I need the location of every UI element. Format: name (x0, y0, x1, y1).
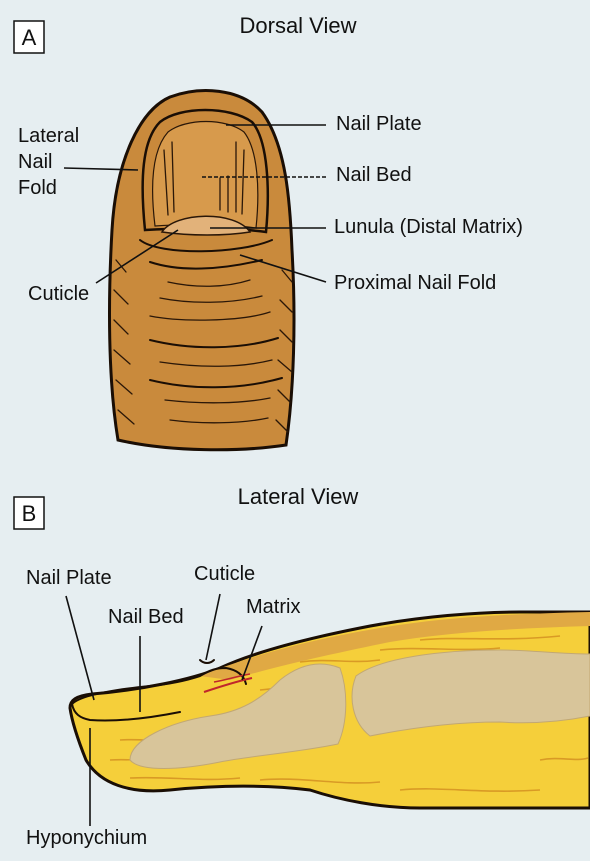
matrix-line-1 (203, 677, 253, 693)
matrix-line-2 (213, 673, 251, 683)
label-cuticle-lateral: Cuticle (194, 563, 255, 585)
leader-proximal-nail-fold (239, 254, 327, 283)
panel-b: B Lateral View (13, 484, 590, 849)
label-lateral-nail-fold-line2: Nail (18, 151, 52, 173)
panel-b-letter: B (22, 501, 37, 526)
leader-nail-plate-lateral (65, 595, 95, 701)
label-cuticle-dorsal: Cuticle (28, 283, 89, 305)
nail-plate-lateral (71, 666, 247, 705)
middle-phalanx-bone (351, 649, 590, 737)
cuticle-notch (199, 659, 215, 664)
label-nail-plate-lateral: Nail Plate (26, 567, 112, 589)
finger-lateral-illustration (68, 610, 590, 810)
side-shading (113, 259, 293, 433)
skin-wrinkles (139, 239, 283, 424)
label-nail-bed-lateral: Nail Bed (108, 606, 184, 628)
panel-b-title: Lateral View (238, 484, 359, 509)
nail-underside (71, 703, 181, 722)
finger-dorsal-illustration (108, 89, 296, 452)
label-hyponychium: Hyponychium (26, 827, 147, 849)
label-nail-plate-dorsal: Nail Plate (336, 113, 422, 135)
panel-a-letter-box (13, 20, 45, 54)
leader-cuticle-lateral (205, 593, 221, 661)
label-nail-bed-dorsal: Nail Bed (336, 164, 412, 186)
label-proximal-nail-fold: Proximal Nail Fold (334, 272, 496, 294)
panel-a-letter: A (22, 25, 37, 50)
panel-a-title: Dorsal View (240, 13, 357, 38)
leader-cuticle-dorsal (95, 229, 179, 284)
dermis-band (200, 612, 590, 680)
leader-matrix (241, 625, 263, 681)
distal-phalanx-bone (129, 663, 347, 769)
leader-lateral-nail-fold (63, 167, 139, 171)
panel-a: A Dorsal View (13, 13, 523, 452)
label-lunula: Lunula (Distal Matrix) (334, 216, 523, 238)
lunula-shape (160, 215, 252, 236)
label-matrix: Matrix (246, 596, 300, 618)
label-lateral-nail-fold-line1: Lateral (18, 125, 79, 147)
label-lateral-nail-fold-line3: Fold (18, 177, 57, 199)
panel-b-letter-box (13, 496, 45, 530)
